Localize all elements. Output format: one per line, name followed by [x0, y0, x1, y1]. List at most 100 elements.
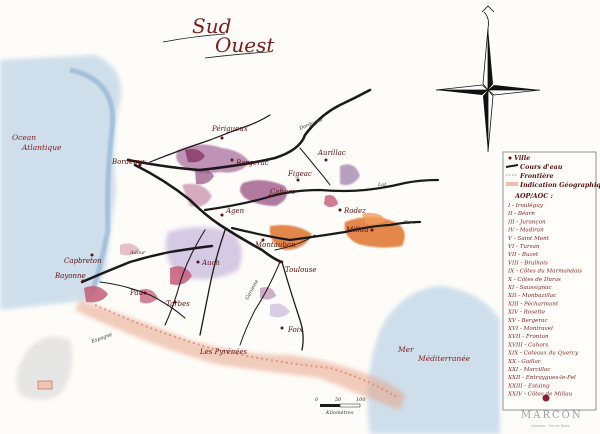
river-gave — [99, 281, 186, 319]
legend-aop-item: XV - Bergerac — [507, 318, 548, 324]
city-dot-pau — [143, 291, 147, 295]
legend-aop-title: AOP/AOC : — [514, 192, 554, 200]
city-auch: Auch — [201, 259, 220, 267]
river-label-lot: Lot — [377, 182, 387, 188]
river-gers — [199, 229, 226, 336]
city-toulouse: Toulouse — [285, 266, 317, 274]
city-dot-montauban — [261, 238, 265, 242]
legend-aop-item: VI - Tursan — [508, 244, 540, 250]
city-bayonne: Bayonne — [54, 272, 86, 280]
scale-tick-0: 0 — [315, 397, 319, 403]
river-lot — [203, 178, 440, 212]
compass-rose-icon — [435, 5, 541, 153]
city-montauban: Montauban — [254, 241, 296, 249]
river-baise — [164, 229, 206, 326]
city-tarbes: Tarbes — [166, 300, 190, 308]
legend-aop-item: VII - Buzet — [508, 252, 539, 258]
city-dot-toulouse — [278, 260, 282, 264]
city-dot-tarbes — [173, 300, 177, 304]
city-dot-rodez — [338, 208, 342, 212]
river-aveyron — [274, 234, 316, 251]
legend: Ville Cours d'eau Frontière Indication G… — [502, 151, 600, 411]
city-dot-bayonne — [81, 279, 85, 283]
scale-unit: Kilomètres — [325, 409, 354, 416]
river-label-dordogne: Dordogne — [298, 117, 324, 132]
city-dot-capbreton — [90, 253, 94, 257]
scale-tick-100: 100 — [356, 397, 366, 403]
legend-aop-item: XI - Saussignac — [507, 285, 552, 291]
legend-aop-item: XXI - Marcillac — [507, 367, 551, 373]
map-title: Sud Ouest — [162, 14, 275, 59]
river-isle — [149, 114, 271, 163]
legend-aop-item: XVIII - Cahors — [507, 342, 548, 348]
city-perigueux: Périgueux — [211, 125, 248, 133]
city-dot-perigueux — [220, 136, 224, 140]
city-agen: Agen — [225, 207, 245, 215]
legend-aop-item: XII - Monbazillac — [507, 293, 557, 299]
city-dot-cahors — [268, 194, 272, 198]
pyrenees-range — [75, 300, 405, 410]
legend-item-city: Ville — [514, 154, 530, 162]
legend-aop-item: I - Irouléguy — [507, 202, 544, 209]
river-vezere — [299, 147, 331, 186]
scale-bar: 0 50 100 Kilomètres — [315, 397, 366, 416]
legend-aop-item: XXIV - Côtes de Millau — [507, 391, 573, 398]
brand-tagline: Cavalier · Vin de Sens — [531, 424, 569, 428]
legend-item-ig: Indication Géographique — [519, 181, 600, 189]
legend-aop-item: XXIII - Estaing — [507, 383, 550, 389]
legend-aop-item: XX - Gaillac — [507, 359, 542, 365]
river-dordogne — [126, 88, 372, 172]
sea-med-line1: Mer — [397, 345, 414, 354]
city-dots — [81, 136, 374, 330]
city-bordeaux: Bordeaux — [111, 158, 146, 166]
legend-aop-item: XIX - Coteaux du Quercy — [507, 351, 579, 357]
river-label-garonne: Garonne — [244, 279, 260, 301]
city-pau: Pau — [129, 289, 144, 297]
legend-item-river: Cours d'eau — [520, 163, 563, 171]
city-rodez: Rodez — [343, 207, 366, 215]
river-label-adour: Adour — [129, 250, 146, 256]
city-dot-auch — [196, 260, 200, 264]
legend-aop-item: III - Jurançon — [507, 219, 546, 225]
city-dot-millau — [370, 228, 374, 232]
city-dot-aurillac — [324, 158, 328, 162]
river-garonne — [133, 163, 284, 264]
legend-aop-item: XIV - Rosette — [507, 310, 546, 316]
legend-item-border: Frontière — [519, 172, 554, 180]
city-dot-figeac — [296, 178, 300, 182]
city-bergerac: Bergerac — [235, 159, 269, 167]
sea-atlantic-line2: Atlantique — [21, 143, 62, 152]
rivers — [80, 88, 440, 351]
legend-aop-item: II - Béarn — [507, 210, 535, 217]
city-dot-bordeaux — [138, 163, 142, 167]
legend-aop-item: V - Saint Mont — [508, 236, 550, 242]
mountains-label: Les Pyrénées — [199, 348, 248, 356]
legend-aop-item: XVII - Fronton — [507, 334, 549, 340]
legend-aop-item: XIII - Pécharmant — [507, 300, 559, 307]
brand-logo: MARCON Cavalier · Vin de Sens — [521, 394, 583, 428]
scale-tick-50: 50 — [335, 397, 342, 403]
river-garonne-upper — [281, 261, 304, 351]
river-adour — [80, 244, 214, 284]
city-foix: Foix — [287, 326, 303, 334]
sea-med-line2: Méditerranée — [417, 354, 471, 363]
spain-inset-region — [37, 380, 53, 390]
city-aurillac: Aurillac — [317, 149, 346, 157]
city-figeac: Figeac — [287, 170, 312, 178]
city-cahors: Cahors — [270, 188, 296, 196]
sea-atlantic-line1: Ocean — [12, 133, 36, 142]
legend-aop-item: XXII - Entraygues-le-Fel — [507, 375, 576, 381]
city-labels: Périgueux Bergerac Bordeaux Aurillac Fig… — [54, 125, 369, 334]
river-ariege — [239, 261, 281, 346]
legend-aop-item: VIII - Brulhois — [508, 260, 548, 266]
city-dot-foix — [280, 326, 284, 330]
city-millau: Millau — [345, 226, 369, 234]
river-label-tarn: Tarn — [404, 220, 416, 226]
city-capbreton: Capbreton — [64, 257, 102, 265]
brand-name: MARCON — [521, 410, 583, 421]
spain-outline — [16, 336, 73, 400]
city-dot-bergerac — [230, 158, 234, 162]
